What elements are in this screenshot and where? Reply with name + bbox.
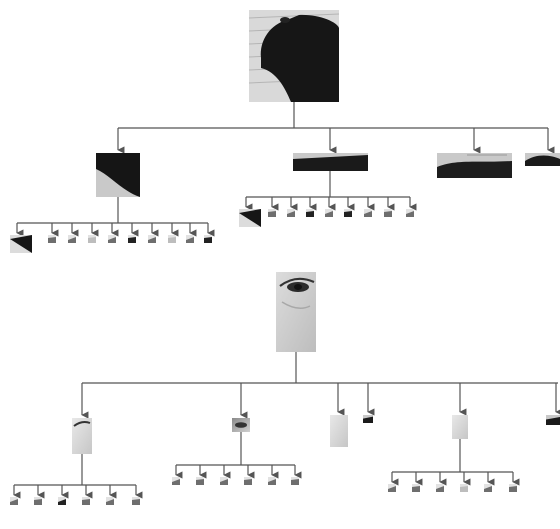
- patch-skin-leaf-1-patch-icon: [388, 484, 396, 492]
- patch-skin-leaf-4-patch-icon: [460, 484, 468, 492]
- patch-back-leaf-8-patch-icon: [384, 209, 392, 217]
- patch-back-bull-back-crop-icon: [293, 153, 368, 171]
- patch-eyelid-leaf-5-patch-icon: [106, 497, 114, 505]
- patch-shoulder-leaf-8-patch-icon: [168, 235, 176, 243]
- patch-back-leaf-1-patch-icon: [239, 209, 261, 227]
- patch-body-bull-body-crop-icon: [437, 153, 512, 178]
- patch-eyelid-leaf-2-patch-icon: [34, 497, 42, 505]
- root-image-eye-eye-photo-icon: [276, 272, 316, 352]
- patch-back-leaf-2-patch-icon: [268, 209, 276, 217]
- patch-eyelid-leaf-3-patch-icon: [58, 497, 66, 505]
- patch-back-leaf-6-patch-icon: [344, 209, 352, 217]
- patch-skin-leaf-6-patch-icon: [509, 484, 517, 492]
- node-layer: [10, 10, 560, 505]
- patch-edge-edge-crop-icon: [546, 415, 560, 425]
- patch-shoulder-leaf-2-patch-icon: [48, 235, 56, 243]
- patch-shoulder-leaf-5-patch-icon: [108, 235, 116, 243]
- patch-back-leaf-3-patch-icon: [287, 209, 295, 217]
- patch-shoulder-bull-shoulder-crop-icon: [96, 153, 140, 197]
- patch-eyelid-eyelid-crop-icon: [72, 418, 92, 454]
- patch-back-leaf-9-patch-icon: [406, 209, 414, 217]
- root-image-bull-bull-photo-icon: [249, 10, 339, 102]
- patch-shoulder-leaf-7-patch-icon: [148, 235, 156, 243]
- patch-skin-leaf-3-patch-icon: [436, 484, 444, 492]
- patch-back-leaf-5-patch-icon: [325, 209, 333, 217]
- patch-shoulder-leaf-10-patch-icon: [204, 235, 212, 243]
- patch-eye-leaf-1-patch-icon: [172, 477, 180, 485]
- patch-shoulder-leaf-6-patch-icon: [128, 235, 136, 243]
- patch-eye-leaf-5-patch-icon: [268, 477, 276, 485]
- patch-eyelid-leaf-1-patch-icon: [10, 497, 18, 505]
- patch-eye-leaf-2-patch-icon: [196, 477, 204, 485]
- patch-eye-eye-crop-icon: [232, 418, 250, 432]
- patch-rump-bull-rump-crop-icon: [525, 153, 560, 166]
- patch-eye-leaf-6-patch-icon: [291, 477, 299, 485]
- patch-skin-leaf-5-patch-icon: [484, 484, 492, 492]
- patch-eye-leaf-3-patch-icon: [220, 477, 228, 485]
- patch-skin-skin-crop-icon: [452, 415, 468, 439]
- patch-eye-leaf-4-patch-icon: [244, 477, 252, 485]
- patch-eyelid-leaf-6-patch-icon: [132, 497, 140, 505]
- patch-cheek-cheek-crop-icon: [330, 415, 348, 447]
- patch-eyelid-leaf-4-patch-icon: [82, 497, 90, 505]
- patch-small-small-crop-icon: [363, 415, 373, 423]
- patch-shoulder-leaf-1-patch-icon: [10, 235, 32, 253]
- patch-shoulder-leaf-4-patch-icon: [88, 235, 96, 243]
- patch-shoulder-leaf-9-patch-icon: [186, 235, 194, 243]
- patch-back-leaf-4-patch-icon: [306, 209, 314, 217]
- patch-shoulder-leaf-3-patch-icon: [68, 235, 76, 243]
- patch-back-leaf-7-patch-icon: [364, 209, 372, 217]
- patch-skin-leaf-2-patch-icon: [412, 484, 420, 492]
